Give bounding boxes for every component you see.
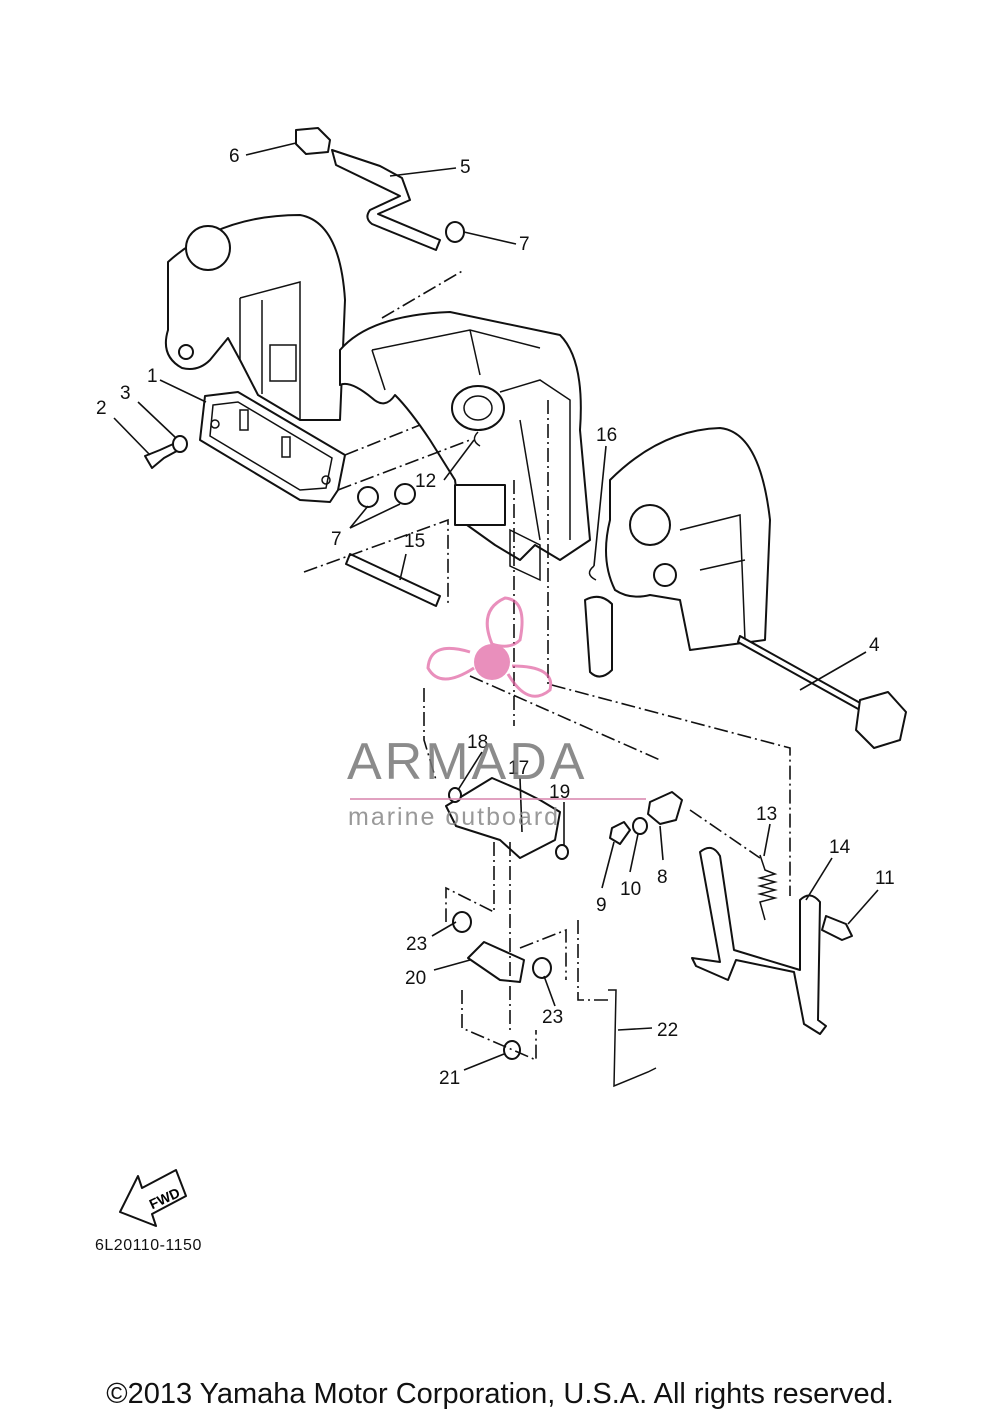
- part-9-bolt: [609, 821, 631, 845]
- callout-15: 15: [404, 531, 425, 552]
- callout-numbers: 1 2 3 4 5 6 7 7 8 9 10 11 12 13 14 15 16…: [96, 146, 895, 1089]
- part-6-grip: [295, 127, 331, 155]
- callout-18: 18: [467, 732, 488, 753]
- callout-17: 17: [508, 758, 529, 779]
- part-15-shaft: [345, 553, 441, 607]
- armada-logo-icon: [426, 596, 553, 698]
- part-3-washer: [172, 435, 188, 453]
- callout-16: 16: [596, 425, 617, 446]
- callout-11: 11: [875, 868, 895, 889]
- part-21-bushing: [503, 1040, 521, 1060]
- swivel-bracket: [339, 311, 591, 582]
- part-11-bolt: [821, 915, 853, 941]
- callout-22: 22: [657, 1020, 678, 1041]
- part-13-spring: [757, 854, 778, 921]
- fwd-arrow-icon: FWD: [119, 1169, 187, 1227]
- part-16-clip: [588, 565, 597, 581]
- part-22-spring-wire: [608, 989, 657, 1088]
- part-5-lever: [331, 149, 441, 251]
- callout-23-right: 23: [542, 1007, 563, 1028]
- copyright-notice: ©2013 Yamaha Motor Corporation, U.S.A. A…: [106, 1378, 894, 1410]
- part-14-link-rod: [691, 846, 827, 1035]
- callout-12: 12: [415, 471, 436, 492]
- callout-10: 10: [620, 879, 641, 900]
- callout-4: 4: [869, 635, 880, 656]
- part-8-bracket: [647, 791, 683, 825]
- callout-7-lower: 7: [331, 529, 342, 550]
- callout-3: 3: [120, 383, 131, 404]
- callout-19: 19: [549, 782, 570, 803]
- callout-13: 13: [756, 804, 777, 825]
- callout-7-top: 7: [519, 234, 530, 255]
- assembly-centerlines: [303, 269, 791, 1062]
- part-20-cam: [467, 941, 525, 983]
- right-clamp-bracket: [584, 427, 771, 678]
- part-4-pin: [737, 635, 907, 749]
- part-12-clip: [473, 431, 481, 447]
- part-10-washer: [632, 817, 648, 835]
- part-23-bushings: [452, 911, 552, 979]
- callout-6: 6: [229, 146, 240, 167]
- callout-5: 5: [460, 157, 471, 178]
- callout-14: 14: [829, 837, 851, 858]
- callout-21: 21: [439, 1068, 460, 1089]
- watermark-brand-name: ARMADA: [347, 733, 588, 791]
- watermark-tagline: marine outboard: [348, 803, 561, 831]
- left-clamp-bracket: [164, 214, 346, 421]
- watermark-rule: [350, 798, 646, 800]
- callout-9: 9: [596, 895, 607, 916]
- part-19-clip: [555, 844, 569, 860]
- part-7-bushings: [357, 221, 465, 508]
- callout-20: 20: [405, 968, 426, 989]
- leader-lines: [113, 142, 879, 1071]
- callout-23-left: 23: [406, 934, 427, 955]
- callout-8: 8: [657, 867, 668, 888]
- part-1-plate: [199, 391, 346, 503]
- callout-2: 2: [96, 398, 107, 419]
- callout-1: 1: [147, 366, 158, 387]
- diagram-code: 6L20110-1150: [95, 1237, 202, 1254]
